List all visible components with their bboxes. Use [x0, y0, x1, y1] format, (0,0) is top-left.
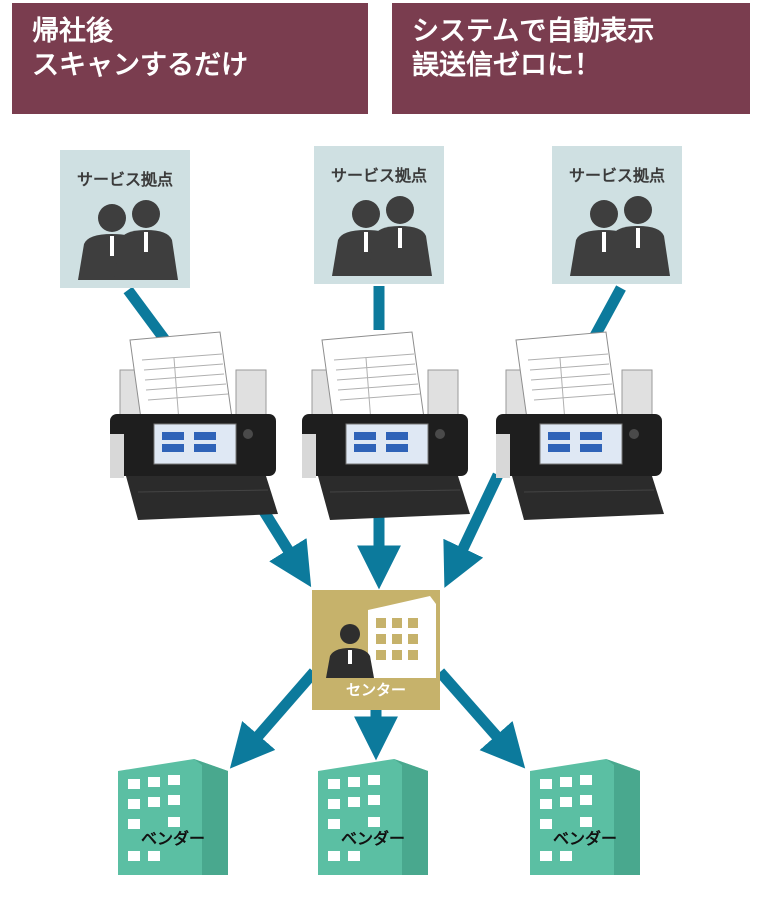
vendor-1: ベンダー — [118, 755, 228, 875]
office-person-building-icon — [326, 596, 436, 678]
service-site-3: サービス拠点 — [552, 146, 682, 284]
vendor-3: ベンダー — [530, 755, 640, 875]
service-site-1: サービス拠点 — [60, 150, 190, 288]
document-scanner-icon — [302, 331, 470, 520]
arrow-scanner1-center — [255, 502, 312, 588]
scanner-1 — [108, 330, 278, 525]
scanner-2 — [300, 330, 470, 525]
service-site-label: サービス拠点 — [568, 166, 665, 185]
building-icon — [318, 759, 428, 875]
service-site-2: サービス拠点 — [314, 146, 444, 284]
scanner-3 — [494, 330, 664, 525]
arrow-scanner3-center — [443, 472, 503, 588]
document-scanner-icon — [496, 331, 664, 520]
service-site-label: サービス拠点 — [76, 170, 173, 189]
vendor-2: ベンダー — [318, 755, 428, 875]
two-people-icon — [570, 196, 670, 276]
two-people-icon — [332, 196, 432, 276]
vendor-label: ベンダー — [340, 829, 405, 848]
service-site-label: サービス拠点 — [330, 166, 427, 185]
arrow-center-vendor3 — [435, 668, 526, 769]
banner-left: 帰社後 スキャンするだけ — [12, 3, 368, 114]
banner-left-line1: 帰社後 — [32, 16, 113, 47]
center-node: センター — [312, 590, 440, 710]
building-icon — [530, 759, 640, 875]
banner-right-line2: 誤送信ゼロに！ — [412, 50, 601, 81]
banner-right-line1: システムで自動表示 — [412, 16, 655, 47]
two-people-icon — [78, 200, 178, 280]
vendor-label: ベンダー — [552, 829, 617, 848]
arrow-center-vendor1 — [229, 668, 319, 769]
arrow-site1-scanner1 — [123, 286, 170, 344]
center-label: センター — [345, 681, 406, 699]
banner-right: システムで自動表示 誤送信ゼロに！ — [392, 3, 750, 114]
building-icon — [118, 759, 228, 875]
vendor-label: ベンダー — [140, 829, 205, 848]
banner-left-line2: スキャンするだけ — [32, 50, 248, 81]
document-scanner-icon — [110, 331, 278, 520]
